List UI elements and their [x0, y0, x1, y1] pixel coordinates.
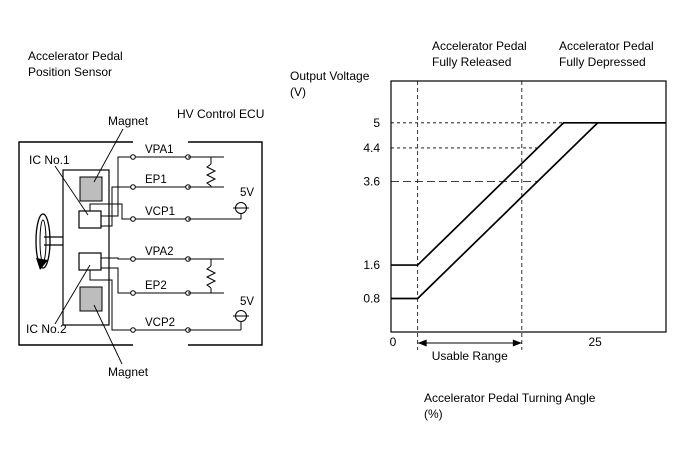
- usable-range-arrow: [417, 339, 522, 347]
- sensor-element: [62, 169, 110, 326]
- terminal-vpa1: VPA1: [145, 144, 174, 156]
- released-label-line1: Accelerator Pedal: [432, 39, 527, 53]
- terminal-vpa2: VPA2: [145, 246, 174, 258]
- magnet-bottom: [79, 286, 103, 312]
- ecu-label: HV Control ECU: [177, 107, 264, 121]
- sensor-housing: [18, 141, 133, 346]
- magnet-top-label: Magnet: [108, 114, 149, 128]
- supply-voltage-2: 5V: [240, 296, 254, 308]
- y-axis-label-line1: Output Voltage: [290, 69, 370, 83]
- x-tick-label: 0: [390, 335, 397, 349]
- supply-voltage-1: 5V: [240, 187, 254, 199]
- terminal-connectors: [130, 154, 191, 333]
- plot-frame: [390, 80, 667, 333]
- depressed-label-line1: Accelerator Pedal: [559, 39, 654, 53]
- series-line-1: [391, 121, 666, 266]
- ic-no1-chip: [78, 210, 102, 229]
- x-axis-label-line2: (%): [424, 407, 443, 421]
- x-axis-label-line1: Accelerator Pedal Turning Angle: [424, 391, 596, 405]
- terminal-vcp1: VCP1: [145, 206, 175, 218]
- terminal-lines: [133, 156, 188, 331]
- y-tick-label: 1.6: [363, 258, 380, 272]
- terminal-ep1: EP1: [145, 174, 167, 186]
- internal-wiring: [89, 156, 133, 331]
- ic1-label: IC No.1: [29, 153, 70, 167]
- magnet-top: [79, 176, 103, 202]
- terminal-vcp2: VCP2: [145, 317, 175, 329]
- y-axis-label-line2: (V): [290, 85, 306, 99]
- usable-range-label: Usable Range: [432, 349, 508, 363]
- ic2-leader: [54, 264, 91, 325]
- magnet-bottom-leader: [93, 304, 123, 365]
- voltage-chart: Accelerator Pedal Fully Released Acceler…: [290, 39, 667, 421]
- released-label-line2: Fully Released: [432, 55, 511, 69]
- tick-labels: 0.8 1.6 3.6 4.4 5 0 25: [363, 116, 602, 349]
- sensor-diagram: Accelerator Pedal Position Sensor HV Con…: [18, 49, 264, 379]
- ecu-housing: [188, 141, 263, 346]
- power-supply-icon-1: [233, 202, 249, 214]
- ic-no2-chip: [78, 252, 102, 271]
- x-tick-label: 25: [588, 335, 602, 349]
- ecu-circuit-2: [188, 258, 242, 331]
- sensor-title-line1: Accelerator Pedal: [28, 49, 123, 63]
- y-tick-label: 4.4: [363, 141, 380, 155]
- y-tick-label: 5: [373, 116, 380, 130]
- terminal-ep2: EP2: [145, 280, 167, 292]
- reference-lines: [391, 81, 564, 350]
- ecu-circuit-1: [188, 156, 242, 220]
- ic2-label: IC No.2: [26, 322, 67, 336]
- power-supply-icon-2: [233, 310, 249, 322]
- rotation-arrow-icon: [35, 213, 51, 270]
- series-layer: [391, 121, 666, 300]
- magnet-top-leader: [93, 128, 124, 183]
- ic1-leader: [54, 165, 89, 216]
- series-line-2: [391, 121, 666, 300]
- sensor-title-line2: Position Sensor: [28, 65, 112, 79]
- y-tick-label: 3.6: [363, 174, 380, 188]
- depressed-label-line2: Fully Depressed: [559, 55, 646, 69]
- magnet-bottom-label: Magnet: [108, 365, 149, 379]
- y-tick-label: 0.8: [363, 292, 380, 306]
